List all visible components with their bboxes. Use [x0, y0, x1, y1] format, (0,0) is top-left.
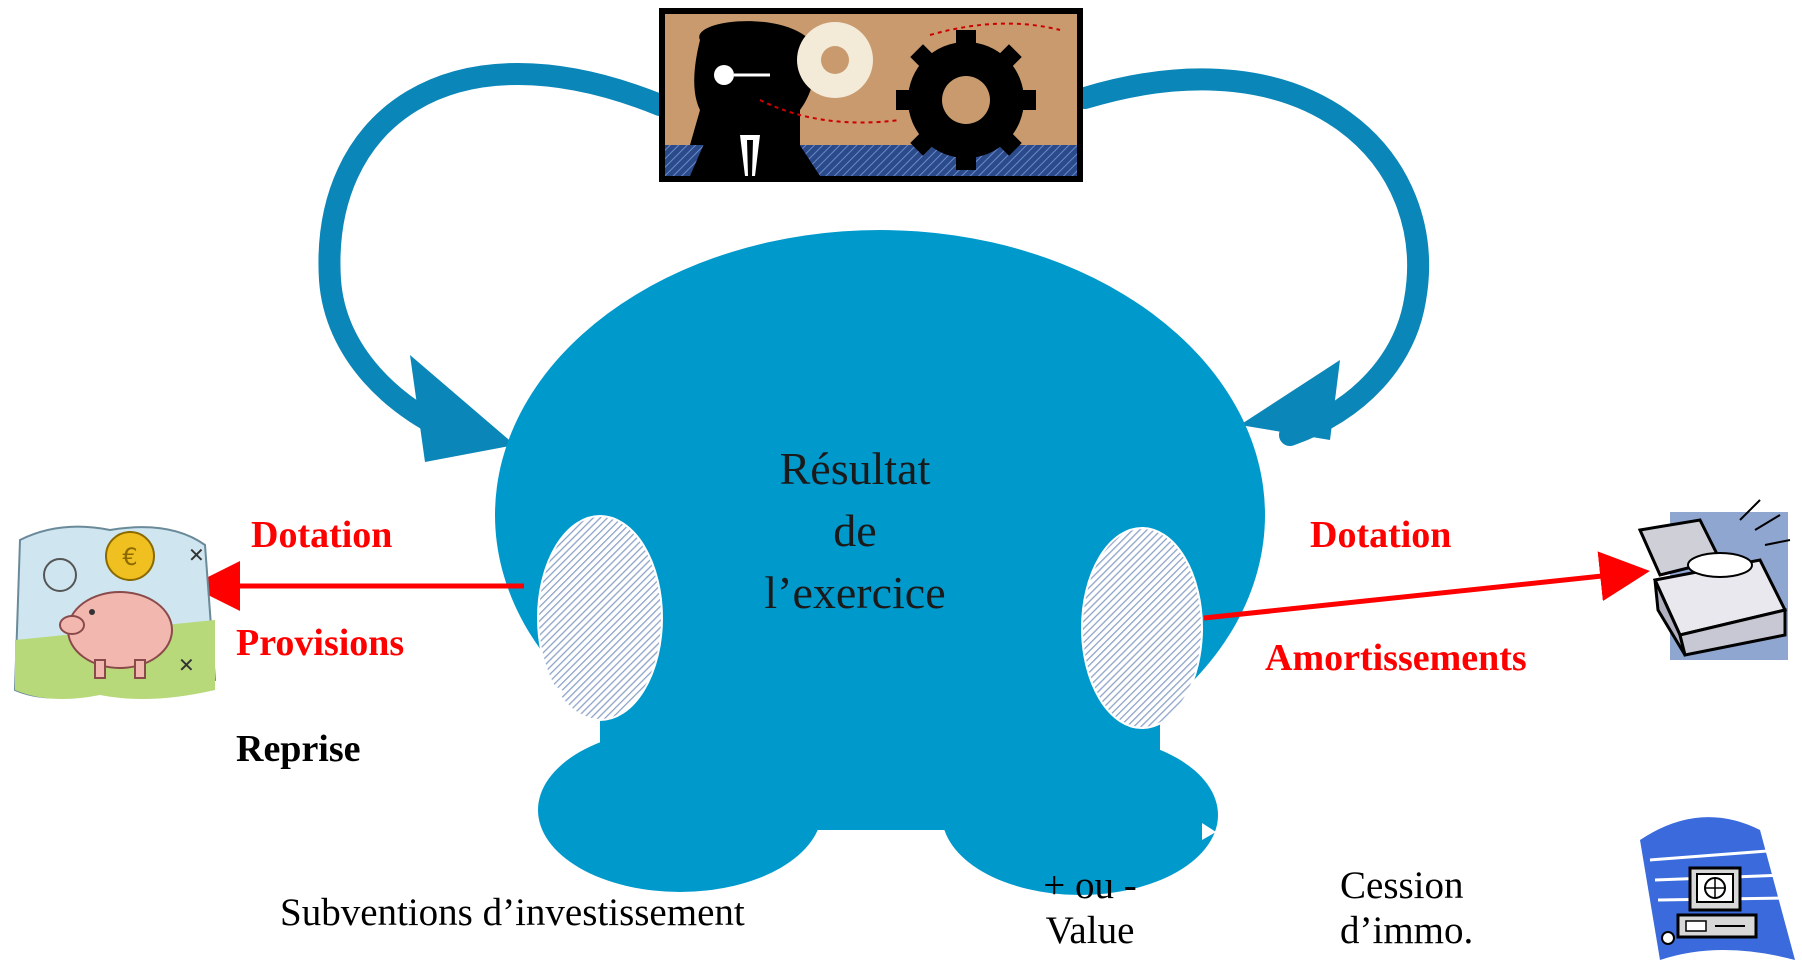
piggy-bank-icon: € ✕ ✕ [13, 525, 217, 699]
left-provisions-label: Provisions [236, 622, 405, 664]
svg-text:€: € [122, 543, 137, 571]
amortissements-label: Amortissements [1265, 637, 1527, 679]
small-white-arrow-left [550, 683, 565, 700]
left-curved-arrow [318, 62, 671, 462]
plus-minus-value-label: + ou - Value [1025, 864, 1155, 954]
result-blob [495, 230, 1265, 895]
left-dotation-label: Dotation [251, 514, 393, 556]
center-title-line-3: l’exercice [764, 567, 946, 619]
right-red-arrow [1203, 551, 1650, 621]
center-title-line-1: Résultat [779, 443, 931, 494]
treasure-chest-icon [1637, 499, 1791, 660]
computer-icon [1640, 817, 1795, 960]
immo-text: d’immo. [1340, 908, 1474, 952]
business-gears-icon [659, 8, 1083, 182]
right-hatched-ellipse [1081, 527, 1203, 729]
svg-text:✕: ✕ [188, 543, 205, 567]
plus-ou-moins-text: + ou - [1043, 864, 1137, 907]
center-title-line-2: de [833, 505, 877, 557]
right-dotation-label: Dotation [1310, 514, 1452, 556]
small-white-arrow-right [1202, 823, 1216, 840]
right-curved-arrow [1074, 68, 1430, 446]
reprise-label: Reprise [236, 728, 361, 770]
cession-text: Cession [1340, 864, 1464, 907]
subventions-label: Subventions d’investissement [280, 891, 745, 934]
svg-text:✕: ✕ [178, 653, 195, 677]
cession-immo-label: Cession d’immo. [1340, 864, 1473, 954]
value-text: Value [1045, 908, 1135, 952]
left-hatched-ellipse [537, 515, 663, 721]
center-title: Résultat de l’exercice [730, 438, 980, 624]
